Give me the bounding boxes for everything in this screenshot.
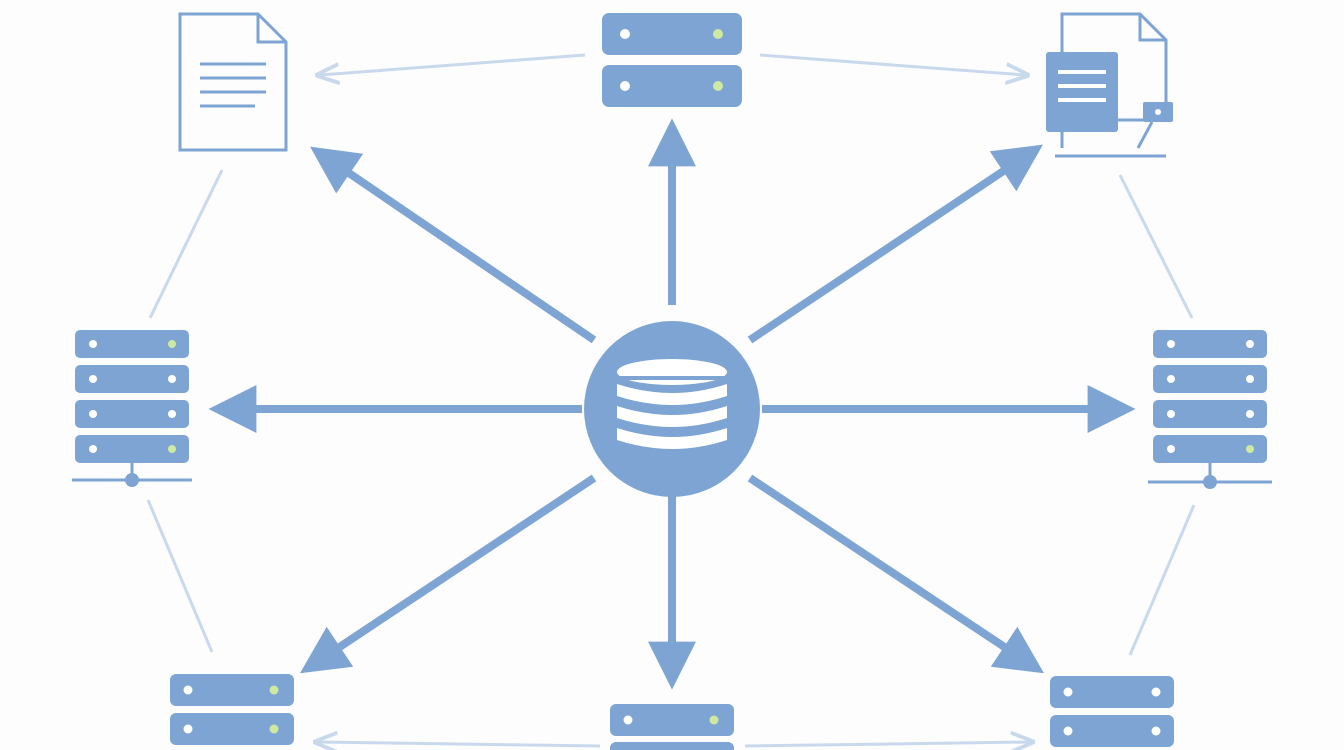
outer-connectors <box>146 53 1196 746</box>
arrow-to-bottom-right <box>747 474 1044 674</box>
connector-topleft-to-left <box>148 169 224 319</box>
hub-arrows <box>208 118 1136 690</box>
connector-bottom-to-bottomleft <box>318 742 601 746</box>
central-database-hub <box>584 321 760 497</box>
hub-circle <box>584 321 760 497</box>
document-printer-icon <box>1046 12 1173 158</box>
connector-bottom-to-bottomright <box>744 742 1030 746</box>
server-rack-icon-left <box>72 330 192 487</box>
connector-right-to-bottomright <box>1128 504 1196 656</box>
connector-left-to-bottomleft <box>146 499 214 653</box>
server-icon-top <box>602 13 742 107</box>
server-icon-bottom-left <box>170 674 294 745</box>
server-rack-icon-right <box>1148 330 1272 489</box>
server-icon-bottom <box>610 704 734 750</box>
connector-topright-to-right <box>1118 174 1194 319</box>
arrow-to-bottom-left <box>300 474 597 674</box>
document-icon <box>178 12 288 152</box>
connector-top-to-topright <box>759 53 1025 75</box>
database-icon <box>617 359 727 449</box>
connector-top-to-topleft <box>320 53 586 75</box>
arrow-to-top-left <box>310 146 597 344</box>
server-icon-bottom-right <box>1050 676 1174 747</box>
arrow-to-top-right <box>747 144 1043 344</box>
